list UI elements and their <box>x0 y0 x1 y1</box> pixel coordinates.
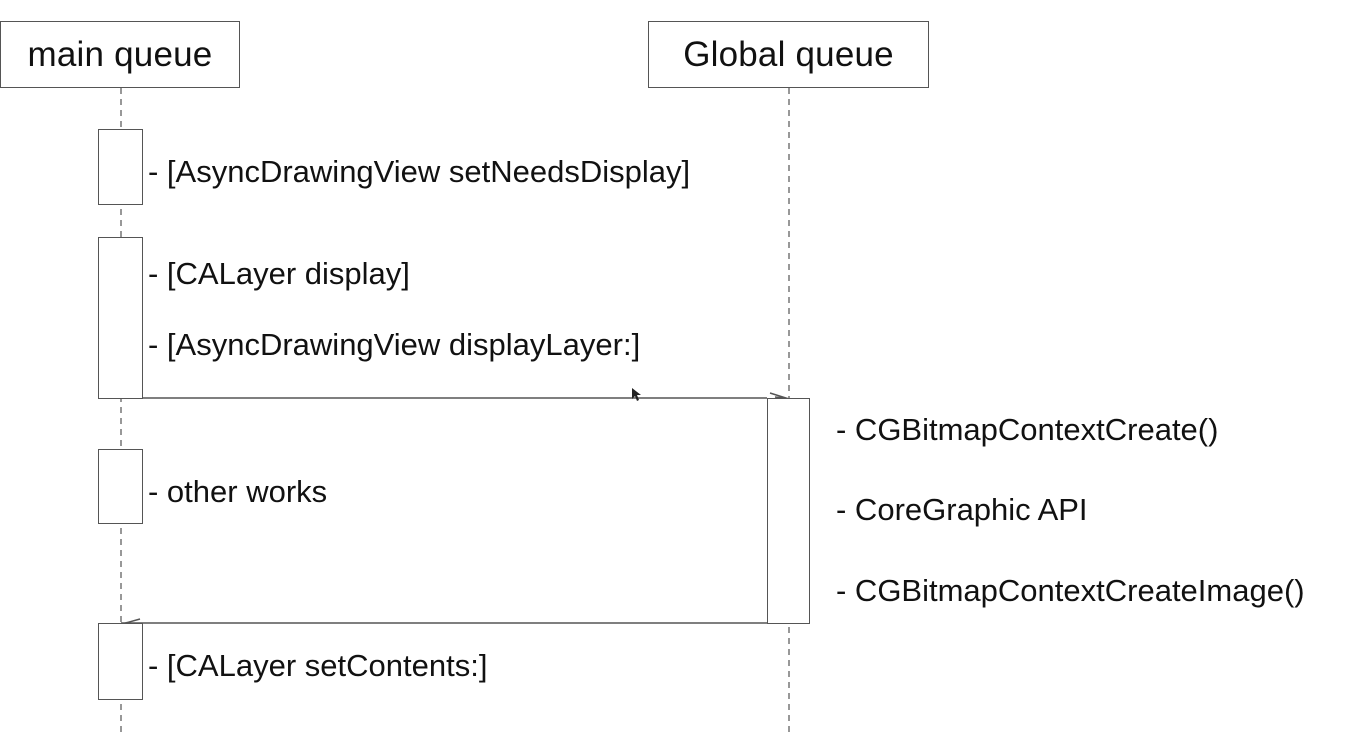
main-activation-set-contents <box>98 623 143 700</box>
main-activation-other-works <box>98 449 143 524</box>
note-set-contents: - [CALayer setContents:] <box>148 648 488 683</box>
note-create-image: - CGBitmapContextCreateImage() <box>836 573 1305 608</box>
global-queue-header: Global queue <box>648 21 929 88</box>
main-activation-set-needs-display <box>98 129 143 205</box>
note-display-layer: - [AsyncDrawingView displayLayer:] <box>148 327 641 362</box>
note-other-works: - other works <box>148 474 328 509</box>
note-context-create: - CGBitmapContextCreate() <box>836 412 1219 447</box>
global-activation-drawing <box>767 398 810 624</box>
note-calayer-display: - [CALayer display] <box>148 256 410 291</box>
note-core-graphic: - CoreGraphic API <box>836 492 1088 527</box>
note-set-needs-display: - [AsyncDrawingView setNeedsDisplay] <box>148 154 691 189</box>
mouse-cursor-icon <box>632 388 641 401</box>
main-activation-display <box>98 237 143 399</box>
main-queue-header: main queue <box>0 21 240 88</box>
